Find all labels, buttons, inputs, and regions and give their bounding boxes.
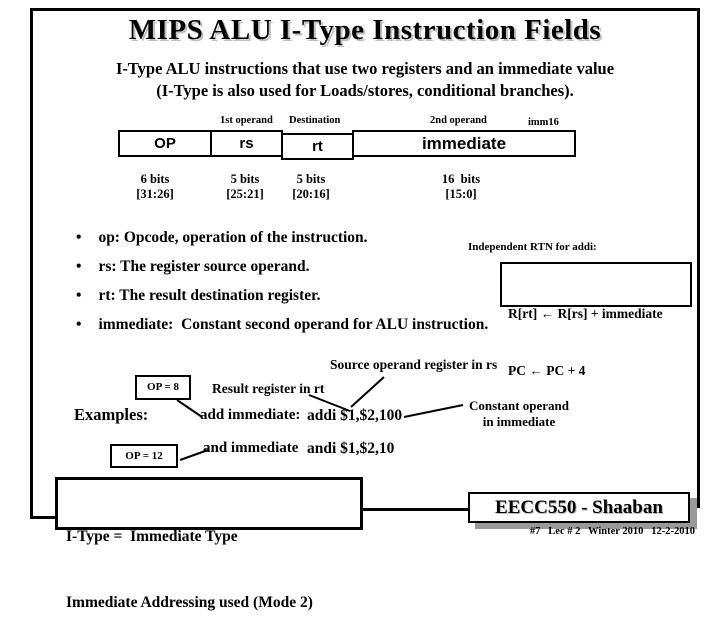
bits-op: 6 bits [31:26] (113, 172, 197, 202)
field-rt: rt (281, 133, 354, 160)
op12-box: OP = 12 (110, 444, 178, 468)
field-description-list: op: Opcode, operation of the instruction… (76, 229, 506, 345)
subtitle-line-1: I-Type ALU instructions that use two reg… (115, 59, 615, 78)
and-immediate-label: and immediate (203, 440, 299, 456)
footer-page-info: #7 Lec # 2 Winter 2010 12-2-2010 (529, 526, 695, 537)
bullet-rt: rt: The result destination register. (76, 287, 506, 316)
constant-operand-note-line-2: in immediate (482, 414, 556, 429)
bits-immediate-count: 16 bits (441, 172, 481, 186)
bits-rt-range: [20:16] (292, 187, 330, 201)
bullet-op: op: Opcode, operation of the instruction… (76, 229, 506, 258)
field-op: OP (118, 130, 212, 157)
itype-note-box: I-Type = Immediate Type Immediate Addres… (55, 477, 363, 611)
bits-rs: 5 bits [25:21] (203, 172, 287, 202)
bullet-rs: rs: The register source operand. (76, 258, 506, 287)
label-1st-operand: 1st operand (220, 115, 273, 126)
rtn-line-1: R[rt] ← R[rs] + immediate (508, 306, 663, 321)
add-immediate-label: add immediate: (200, 407, 301, 423)
bits-immediate: 16 bits [15:0] (419, 172, 503, 202)
itype-note-line-2: Immediate Addressing used (Mode 2) (66, 594, 313, 611)
bits-op-count: 6 bits (140, 172, 170, 186)
bits-immediate-range: [15:0] (445, 187, 477, 201)
addi-instruction: addi $1,$2,100 (307, 407, 403, 424)
label-destination: Destination (289, 115, 341, 126)
field-immediate: immediate (352, 130, 576, 157)
instruction-format-table: OP rs rt immediate (118, 130, 576, 160)
bits-rt-count: 5 bits (296, 172, 326, 186)
constant-operand-note: Constant operand in immediate (460, 398, 578, 430)
bullet-immediate: immediate: Constant second operand for A… (76, 316, 506, 345)
bits-rs-count: 5 bits (230, 172, 260, 186)
rtn-line-2: PC ← PC + 4 (508, 363, 586, 378)
bits-rt: 5 bits [20:16] (269, 172, 353, 202)
itype-note-line-1: I-Type = Immediate Type (66, 528, 238, 545)
slide-border-bottom-left-segment (30, 516, 58, 519)
label-2nd-operand: 2nd operand (430, 115, 487, 126)
constant-operand-note-line-1: Constant operand (468, 398, 570, 413)
bits-rs-range: [25:21] (226, 187, 264, 201)
examples-heading: Examples: (74, 405, 149, 424)
bits-op-range: [31:26] (136, 187, 174, 201)
op8-box: OP = 8 (135, 375, 191, 400)
slide-border-bottom-right-stub (688, 505, 700, 508)
subtitle-line-2: (I-Type is also used for Loads/stores, c… (156, 81, 574, 100)
label-imm16: imm16 (528, 117, 559, 128)
subtitle: I-Type ALU instructions that use two reg… (30, 58, 700, 102)
field-rs: rs (210, 130, 283, 157)
course-stamp-box: EECC550 - Shaaban (468, 492, 690, 523)
source-operand-note: Source operand register in rs (330, 357, 498, 372)
slide-border-right (697, 8, 700, 508)
andi-instruction: andi $1,$2,10 (307, 440, 395, 457)
rtn-caption: Independent RTN for addi: (468, 241, 597, 253)
slide-border-left (30, 8, 33, 519)
page-title: MIPS ALU I-Type Instruction Fields (128, 14, 602, 46)
rtn-box: R[rt] ← R[rs] + immediate PC ← PC + 4 (500, 262, 692, 378)
slide-border-top (30, 8, 700, 11)
slide-border-bottom-mid-segment (362, 508, 469, 511)
result-register-note: Result register in rt (212, 381, 325, 396)
